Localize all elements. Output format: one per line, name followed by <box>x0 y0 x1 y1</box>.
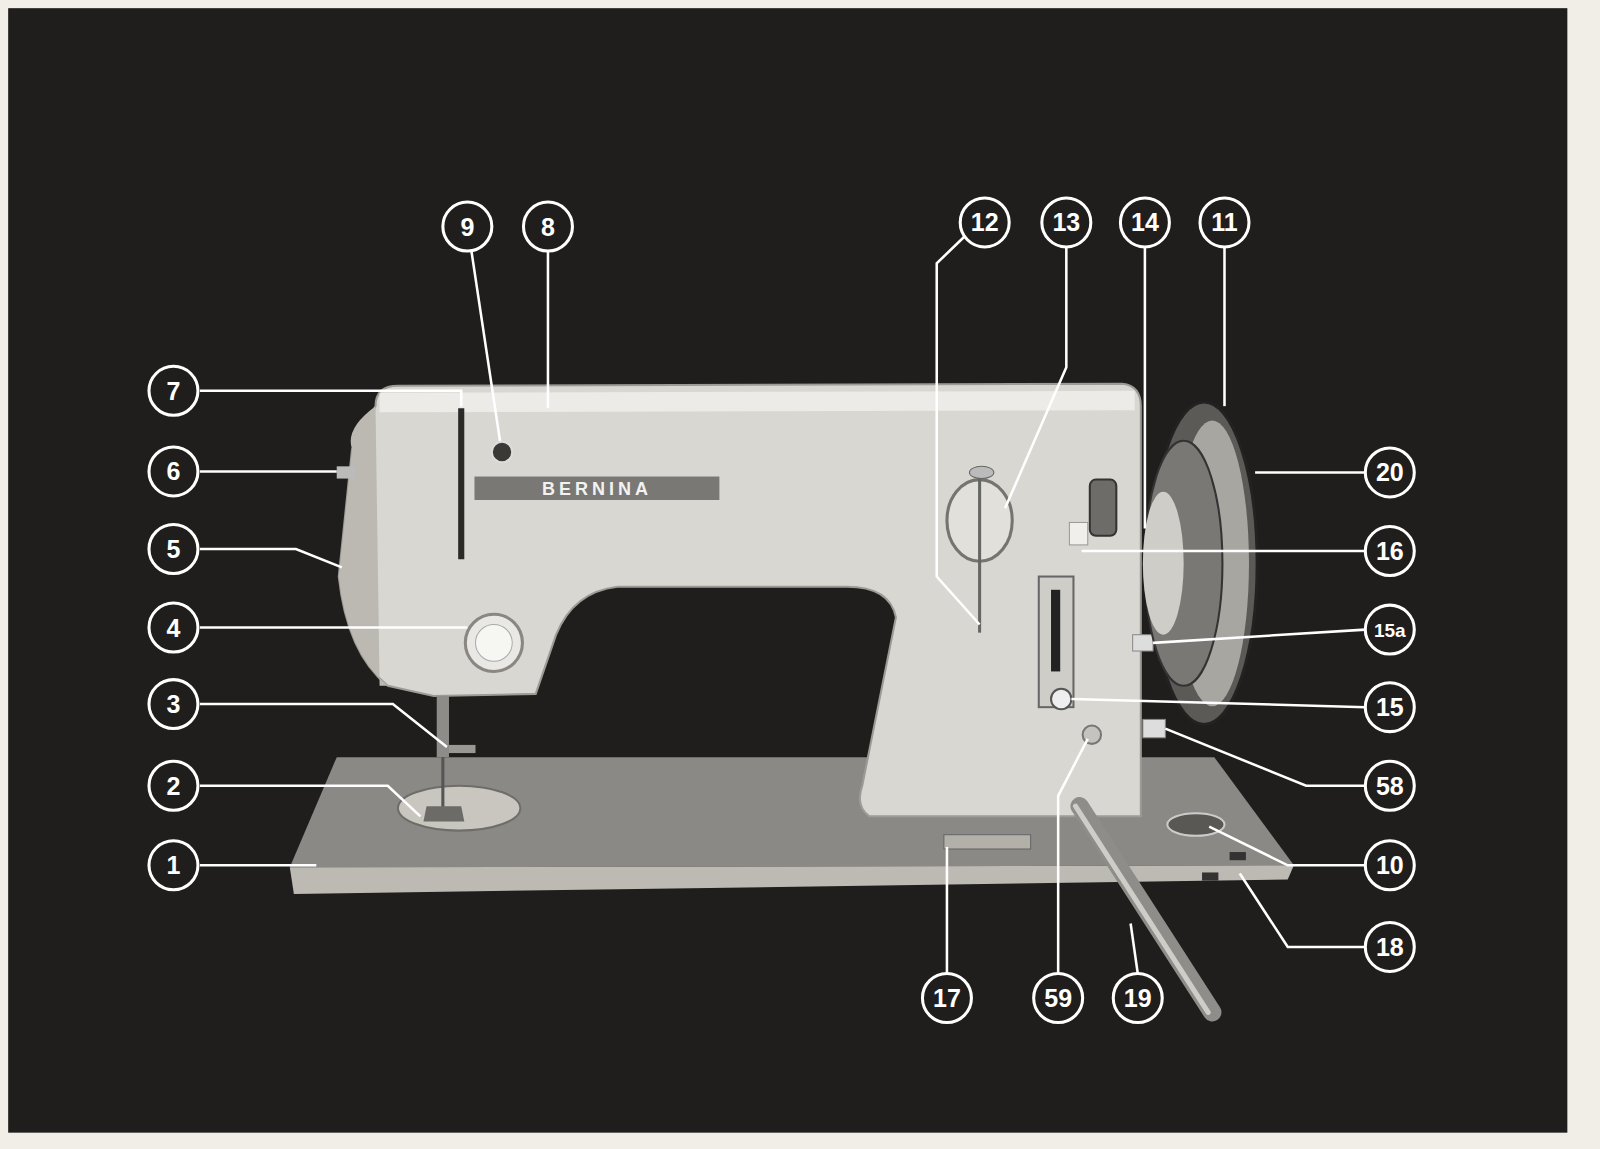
callout-number: 11 <box>1211 210 1237 235</box>
callout-number: 14 <box>1131 210 1159 235</box>
callout-number: 6 <box>167 459 181 484</box>
callout-number: 58 <box>1376 773 1404 798</box>
callout-number: 9 <box>460 214 474 239</box>
callout-number: 15 <box>1376 695 1404 720</box>
callout-number: 1 <box>167 853 181 878</box>
callout-number: 16 <box>1376 539 1404 564</box>
callout-number: 59 <box>1044 985 1072 1010</box>
callout-number: 19 <box>1124 985 1152 1010</box>
callout-number: 20 <box>1376 460 1404 485</box>
brand-name: BERNINA <box>542 480 652 498</box>
callout-number: 18 <box>1376 934 1404 959</box>
callout-number: 13 <box>1052 210 1080 235</box>
callout-number: 10 <box>1376 853 1404 878</box>
callout-number: 8 <box>541 214 555 239</box>
callout-number: 12 <box>971 210 999 235</box>
callout-number: 7 <box>167 378 181 403</box>
callout-number: 2 <box>167 773 181 798</box>
callout-number: 15a <box>1374 620 1406 639</box>
callout-number: 5 <box>167 536 181 561</box>
callout-number: 17 <box>933 985 961 1010</box>
callout-number: 3 <box>167 692 181 717</box>
callout-number: 4 <box>167 615 181 640</box>
